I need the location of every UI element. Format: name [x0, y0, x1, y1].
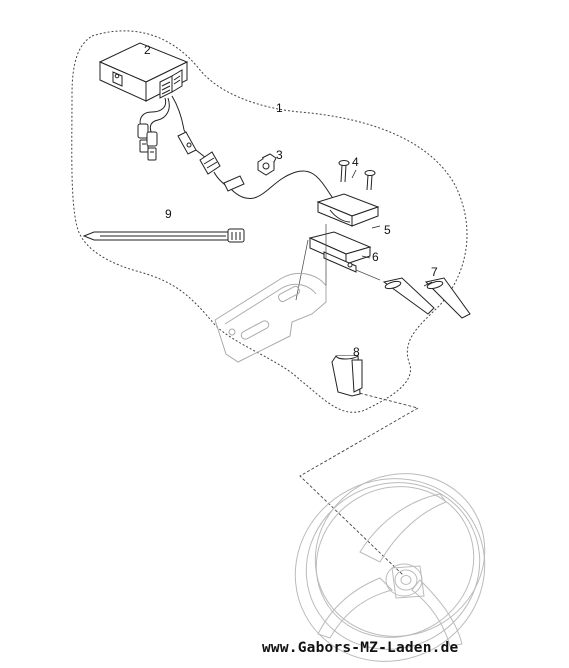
part-label-8: 8 — [353, 345, 360, 359]
pins-part — [382, 277, 471, 319]
part-label-6: 6 — [372, 250, 379, 264]
part-label-9: 9 — [165, 207, 172, 221]
hub-leader-line — [299, 391, 420, 576]
part-label-3: 3 — [276, 148, 283, 162]
clip-part — [331, 355, 363, 397]
mounting-bracket-ghost — [214, 273, 327, 363]
label-leaders — [351, 169, 433, 287]
control-unit-box — [98, 42, 189, 102]
sensor-block — [316, 193, 380, 227]
cable-tie-part — [82, 228, 245, 243]
bracket-plate-part — [308, 231, 372, 273]
part-label-7: 7 — [431, 265, 438, 279]
website-url: www.Gabors-MZ-Laden.de — [262, 640, 459, 656]
screws-part — [338, 160, 376, 191]
part-label-4: 4 — [352, 155, 359, 169]
nut-part — [257, 153, 277, 176]
part-label-5: 5 — [384, 223, 391, 237]
wheel-ghost — [294, 473, 486, 662]
part-label-1: 1 — [276, 101, 283, 115]
part-label-2: 2 — [144, 43, 151, 57]
sensor-lead — [177, 129, 335, 201]
connector-plugs — [137, 123, 158, 161]
control-unit-wires — [139, 95, 185, 135]
